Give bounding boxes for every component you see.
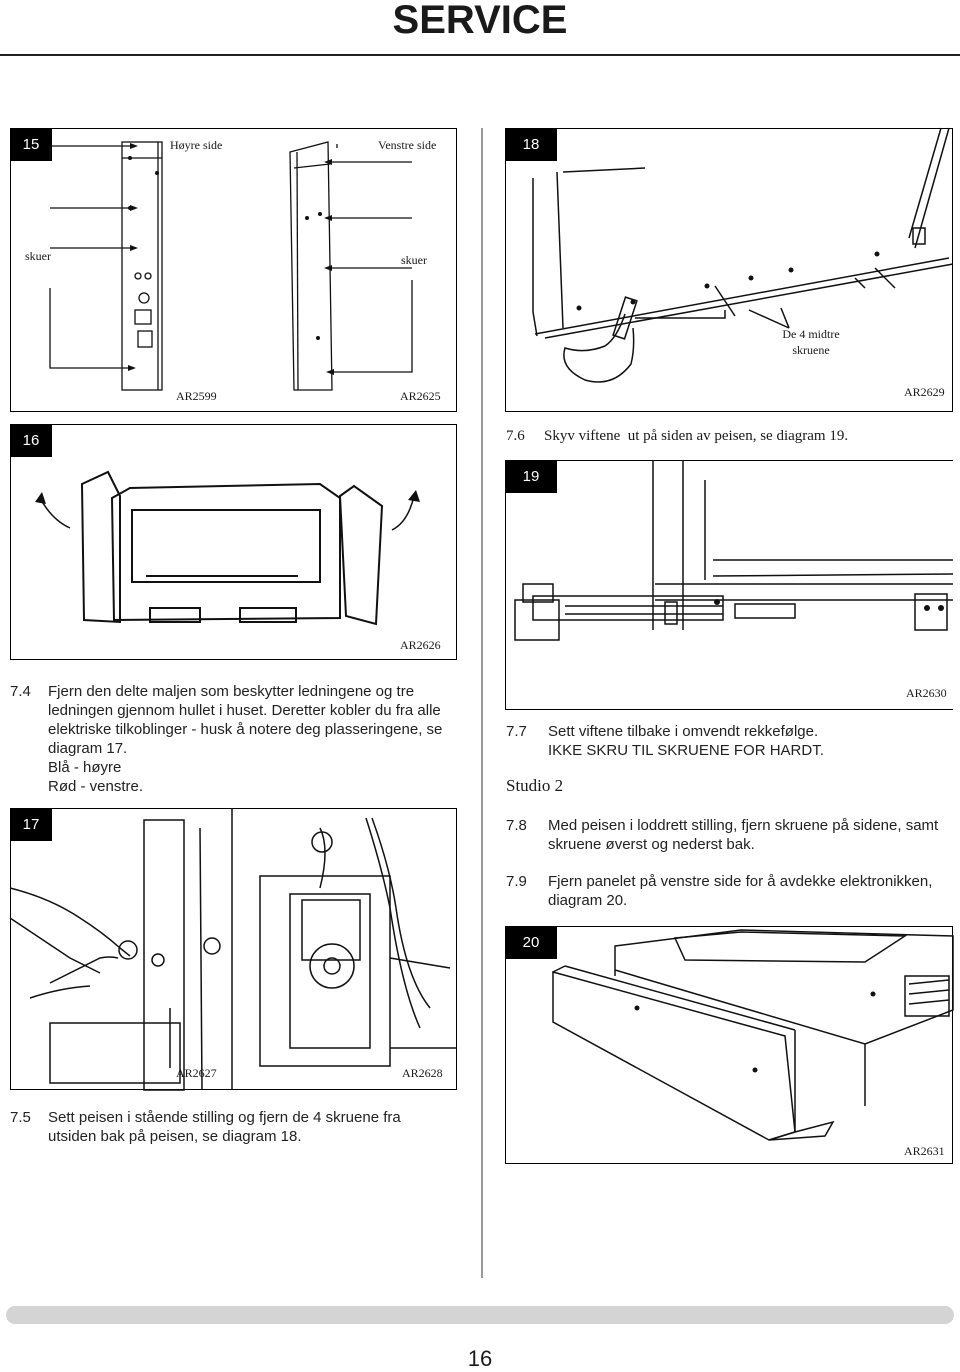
- step-7-5-number: 7.5: [10, 1109, 31, 1126]
- figure-16-badge: 16: [10, 424, 52, 457]
- back-screws-drawing: [532, 127, 954, 383]
- step-7-4-red: Rød - venstre.: [48, 778, 144, 795]
- step-7-6-number: 7.6: [506, 428, 525, 444]
- studio-2-heading: Studio 2: [506, 776, 564, 795]
- figure-19-badge: 19: [505, 460, 557, 493]
- figure-15-badge: 15: [10, 128, 52, 161]
- screws-label-a: skuer: [25, 249, 51, 263]
- step-7-7-line1: Sett viftene tilbake i omvendt rekkefølg…: [548, 723, 819, 740]
- figure-19-frame: [505, 460, 953, 710]
- step-7-8-text: Med peisen i loddrett stilling, fjern sk…: [548, 817, 939, 853]
- fig18-code: AR2629: [904, 385, 945, 399]
- header-rule: [0, 54, 960, 56]
- fig18-middle-screws-label: De 4 midtre skruene: [782, 327, 840, 357]
- step-7-7-number: 7.7: [506, 723, 527, 740]
- fig20-code: AR2631: [904, 1144, 945, 1158]
- fig15-code-a: AR2599: [176, 389, 217, 403]
- fan-slide-drawing: [514, 460, 954, 641]
- figure-20-frame: [505, 926, 953, 1164]
- screws-label-b: skuer: [401, 253, 427, 267]
- step-7-4-text: Fjern den delte maljen som beskytter led…: [48, 683, 443, 757]
- step-7-4-number: 7.4: [10, 683, 31, 700]
- footer-bar: [6, 1306, 954, 1324]
- step-7-7-line2: IKKE SKRU TIL SKRUENE FOR HARDT.: [548, 742, 824, 759]
- step-7-8-number: 7.8: [506, 817, 527, 834]
- fig19-code: AR2630: [906, 686, 947, 700]
- figure-20-badge: 20: [505, 926, 557, 959]
- figure-15-frame: [10, 128, 457, 412]
- step-7-4-blue: Blå - høyre: [48, 759, 122, 776]
- step-7-6-text: Skyv viftene ut på siden av peisen, se d…: [544, 428, 849, 444]
- right-side-label: Høyre side: [170, 138, 223, 152]
- figure-17-badge: 17: [10, 808, 52, 841]
- figure-18-badge: 18: [505, 128, 557, 161]
- front-panel-drawing: [35, 470, 420, 626]
- column-divider: [481, 128, 483, 1278]
- fig16-code: AR2626: [400, 638, 441, 652]
- side-panels-drawing: [49, 141, 413, 391]
- page-number: 16: [467, 1346, 493, 1371]
- page-title: SERVICE: [392, 0, 568, 42]
- step-7-5-text: Sett peisen i stående stilling og fjern …: [48, 1109, 401, 1145]
- fig17-code-a: AR2627: [176, 1066, 217, 1080]
- fig15-code-b: AR2625: [400, 389, 441, 403]
- step-7-9-text: Fjern panelet på venstre side for å avde…: [548, 873, 933, 909]
- step-7-9-number: 7.9: [506, 873, 527, 890]
- wiring-drawing: [9, 808, 457, 1091]
- fig17-code-b: AR2628: [402, 1066, 443, 1080]
- side-panel-removal-drawing: [552, 929, 954, 1141]
- figure-18-frame: [505, 128, 953, 412]
- left-side-label: Venstre side: [378, 138, 437, 152]
- figure-16-frame: [10, 424, 457, 660]
- figure-17-frame: [10, 808, 457, 1090]
